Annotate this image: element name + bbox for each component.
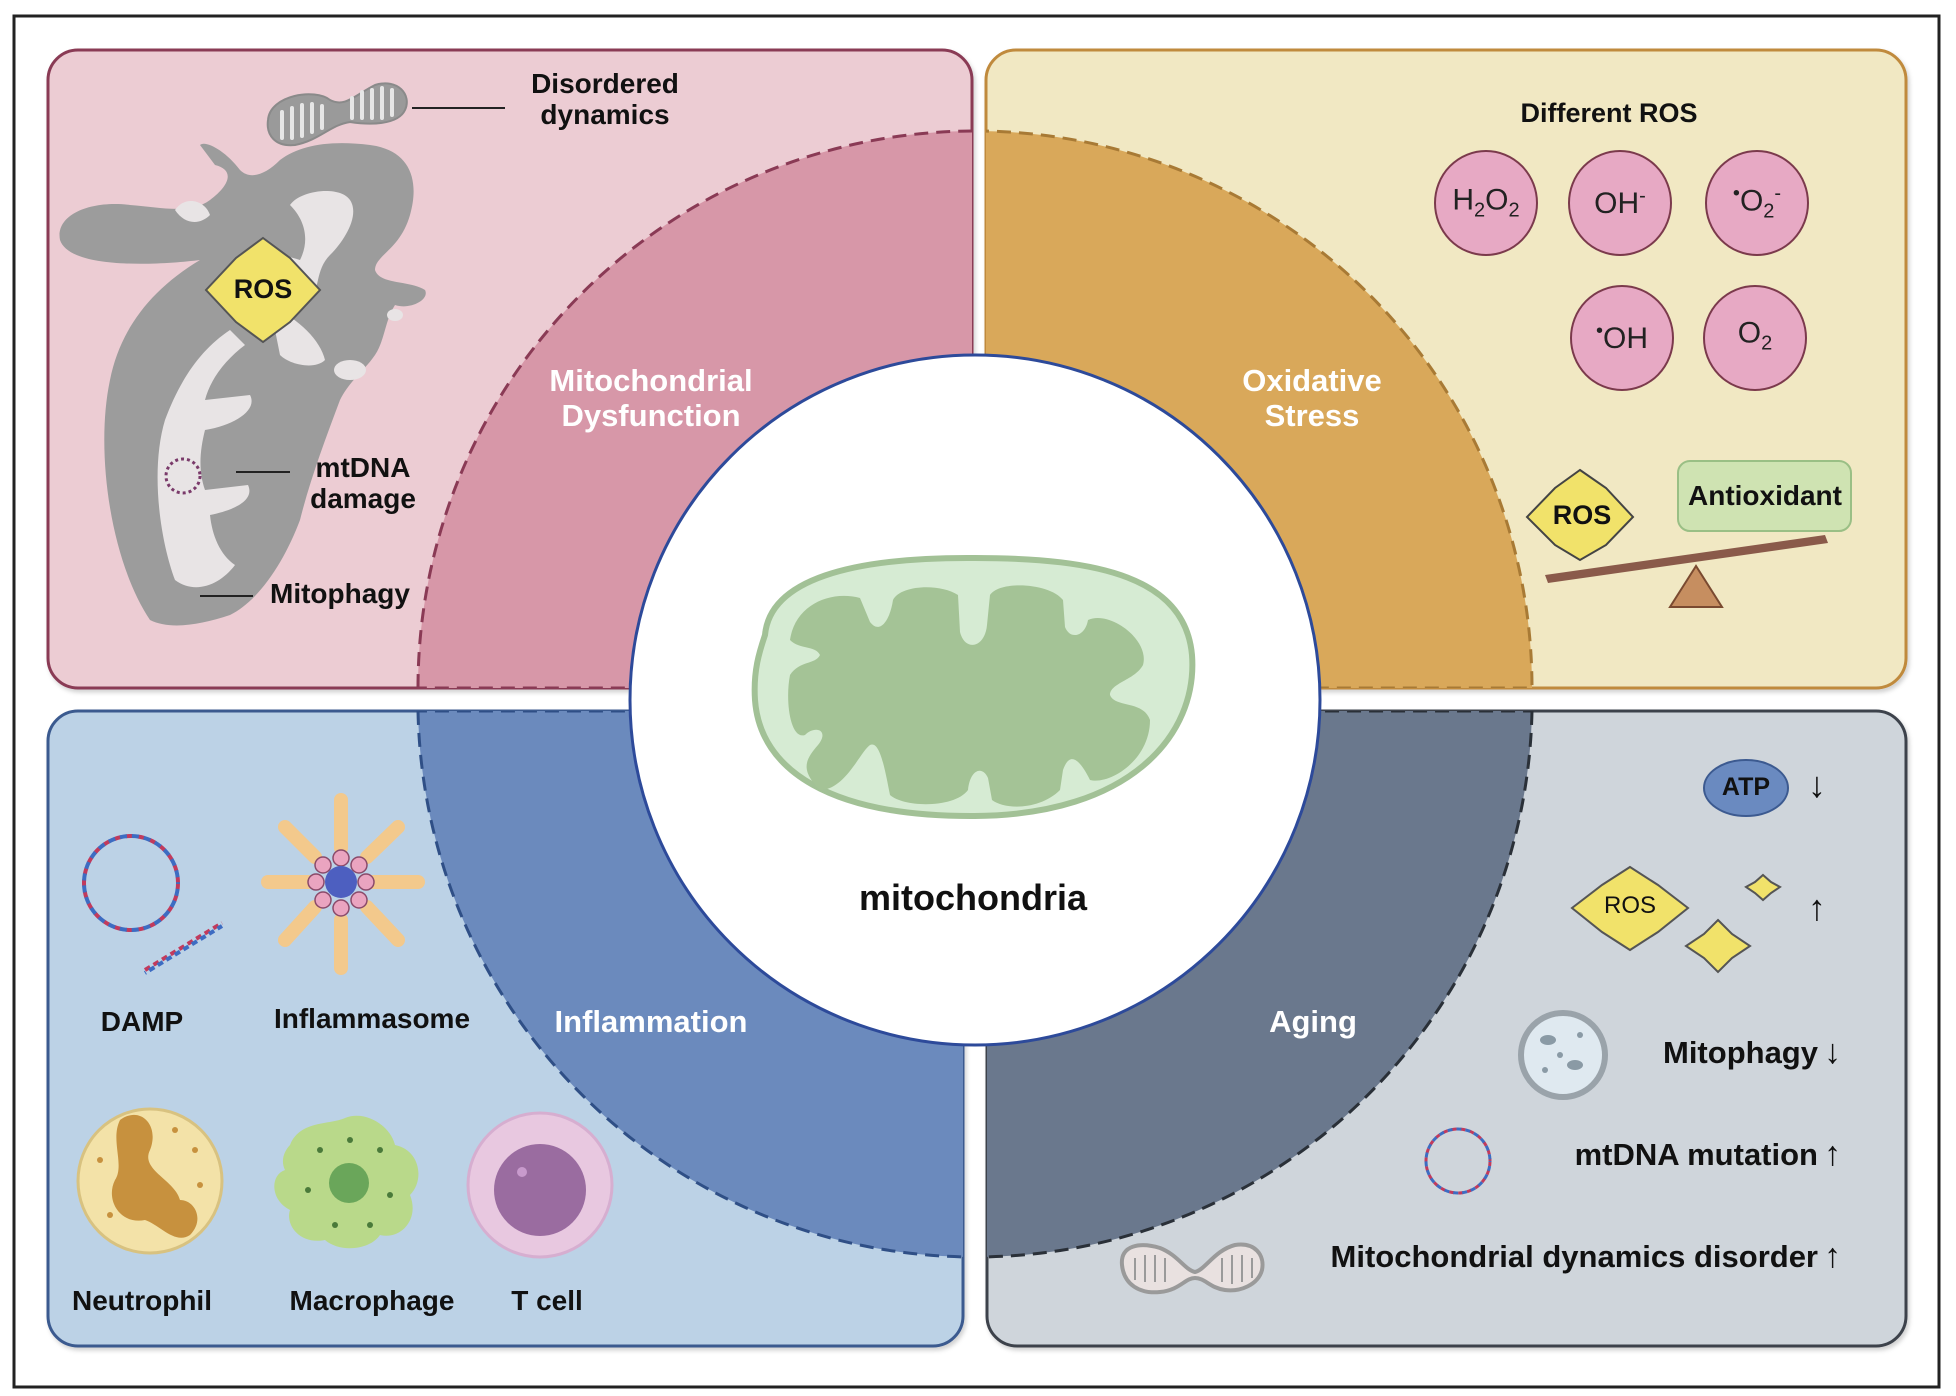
neutrophil-icon <box>76 1107 224 1255</box>
title-os-line1: Oxidative <box>1242 363 1382 398</box>
ros-circle-oh-minus <box>1568 150 1672 256</box>
label-ros-topleft: ROS <box>233 274 293 304</box>
ros-circle-h2o2 <box>1434 150 1538 256</box>
antioxidant-box <box>1677 460 1852 532</box>
label-t-cell: T cell <box>511 1285 583 1316</box>
mitochondrion-icon <box>751 554 1196 820</box>
atp-ellipse <box>1703 759 1789 817</box>
title-md-line1: Mitochondrial <box>549 363 753 398</box>
title-os-line2: Stress <box>1264 397 1360 433</box>
small-ros-star-icon <box>1744 873 1782 902</box>
label-mtdna-line1: mtDNA <box>315 452 411 483</box>
dynamics-disorder-arrow-up: ↑ <box>1824 1237 1841 1275</box>
title-mitochondrial-dysfunction: Mitochondrial Dysfunction <box>549 363 753 433</box>
label-mtdna-damage: mtDNA damage <box>310 452 416 515</box>
balance-ros-star-icon <box>1525 468 1635 562</box>
chem-hydroxyl-radical: •OH <box>1595 320 1649 355</box>
chem-superoxide: •O2- <box>1732 182 1782 223</box>
label-disordered-line2: dynamics <box>540 99 670 131</box>
lysosome-icon <box>1518 1010 1608 1100</box>
label-different-ros: Different ROS <box>1520 98 1698 128</box>
label-damp: DAMP <box>100 1006 184 1037</box>
label-aging-mitophagy: Mitophagy <box>1663 1035 1818 1070</box>
title-md-line2: Dysfunction <box>561 397 741 433</box>
label-mtdna-mutation: mtDNA mutation <box>1574 1137 1818 1172</box>
fission-mitochondrion-icon <box>1119 1242 1265 1295</box>
label-disordered-line1: Disordered <box>531 68 679 99</box>
label-disordered-dynamics: Disordered dynamics <box>531 68 679 131</box>
medium-ros-star-icon <box>1684 918 1752 974</box>
mtdna-ring-icon <box>164 457 202 495</box>
chem-oh-minus: OH- <box>1594 185 1646 220</box>
label-aging-ros: ROS <box>1603 892 1657 919</box>
atp-arrow-down: ↓ <box>1808 764 1826 805</box>
title-oxidative-stress: Oxidative Stress <box>1242 363 1382 433</box>
ros-species-circles <box>1434 150 1809 391</box>
label-balance-ros: ROS <box>1552 500 1612 530</box>
inflammasome-icon <box>261 793 425 975</box>
damp-dna-icon <box>82 834 224 975</box>
balance-scale-icon <box>1545 535 1828 608</box>
ros-circle-o2 <box>1703 285 1807 391</box>
t-cell-icon <box>466 1111 614 1259</box>
label-inflammasome: Inflammasome <box>273 1003 471 1034</box>
mtdna-mutation-icon <box>1424 1127 1492 1195</box>
ros-circle-hydroxyl-radical <box>1570 285 1674 391</box>
title-inflammation: Inflammation <box>554 1004 748 1039</box>
label-dynamics-disorder: Mitochondrial dynamics disorder <box>1330 1239 1818 1274</box>
ros-star-icon <box>204 236 322 344</box>
ros-arrow-up: ↑ <box>1808 887 1826 928</box>
chem-o2: O2 <box>1737 316 1773 355</box>
label-mitophagy-topleft: Mitophagy <box>270 578 410 609</box>
label-macrophage: Macrophage <box>289 1285 455 1316</box>
chem-h2o2: H2O2 <box>1452 183 1520 222</box>
label-neutrophil: Neutrophil <box>72 1285 212 1316</box>
disordered-mitochondrion-icon <box>266 82 408 147</box>
macrophage-icon <box>274 1115 419 1249</box>
label-mtdna-line2: damage <box>310 483 416 515</box>
mitophagy-arrow-down: ↓ <box>1824 1033 1841 1071</box>
ros-circle-superoxide <box>1705 150 1809 256</box>
label-antioxidant: Antioxidant <box>1688 480 1842 511</box>
title-aging: Aging <box>1269 1004 1357 1039</box>
aging-ros-star-icon <box>1570 865 1690 952</box>
center-label: mitochondria <box>858 877 1088 918</box>
mtdna-mutation-arrow-up: ↑ <box>1824 1135 1841 1173</box>
label-atp: ATP <box>1721 773 1771 801</box>
